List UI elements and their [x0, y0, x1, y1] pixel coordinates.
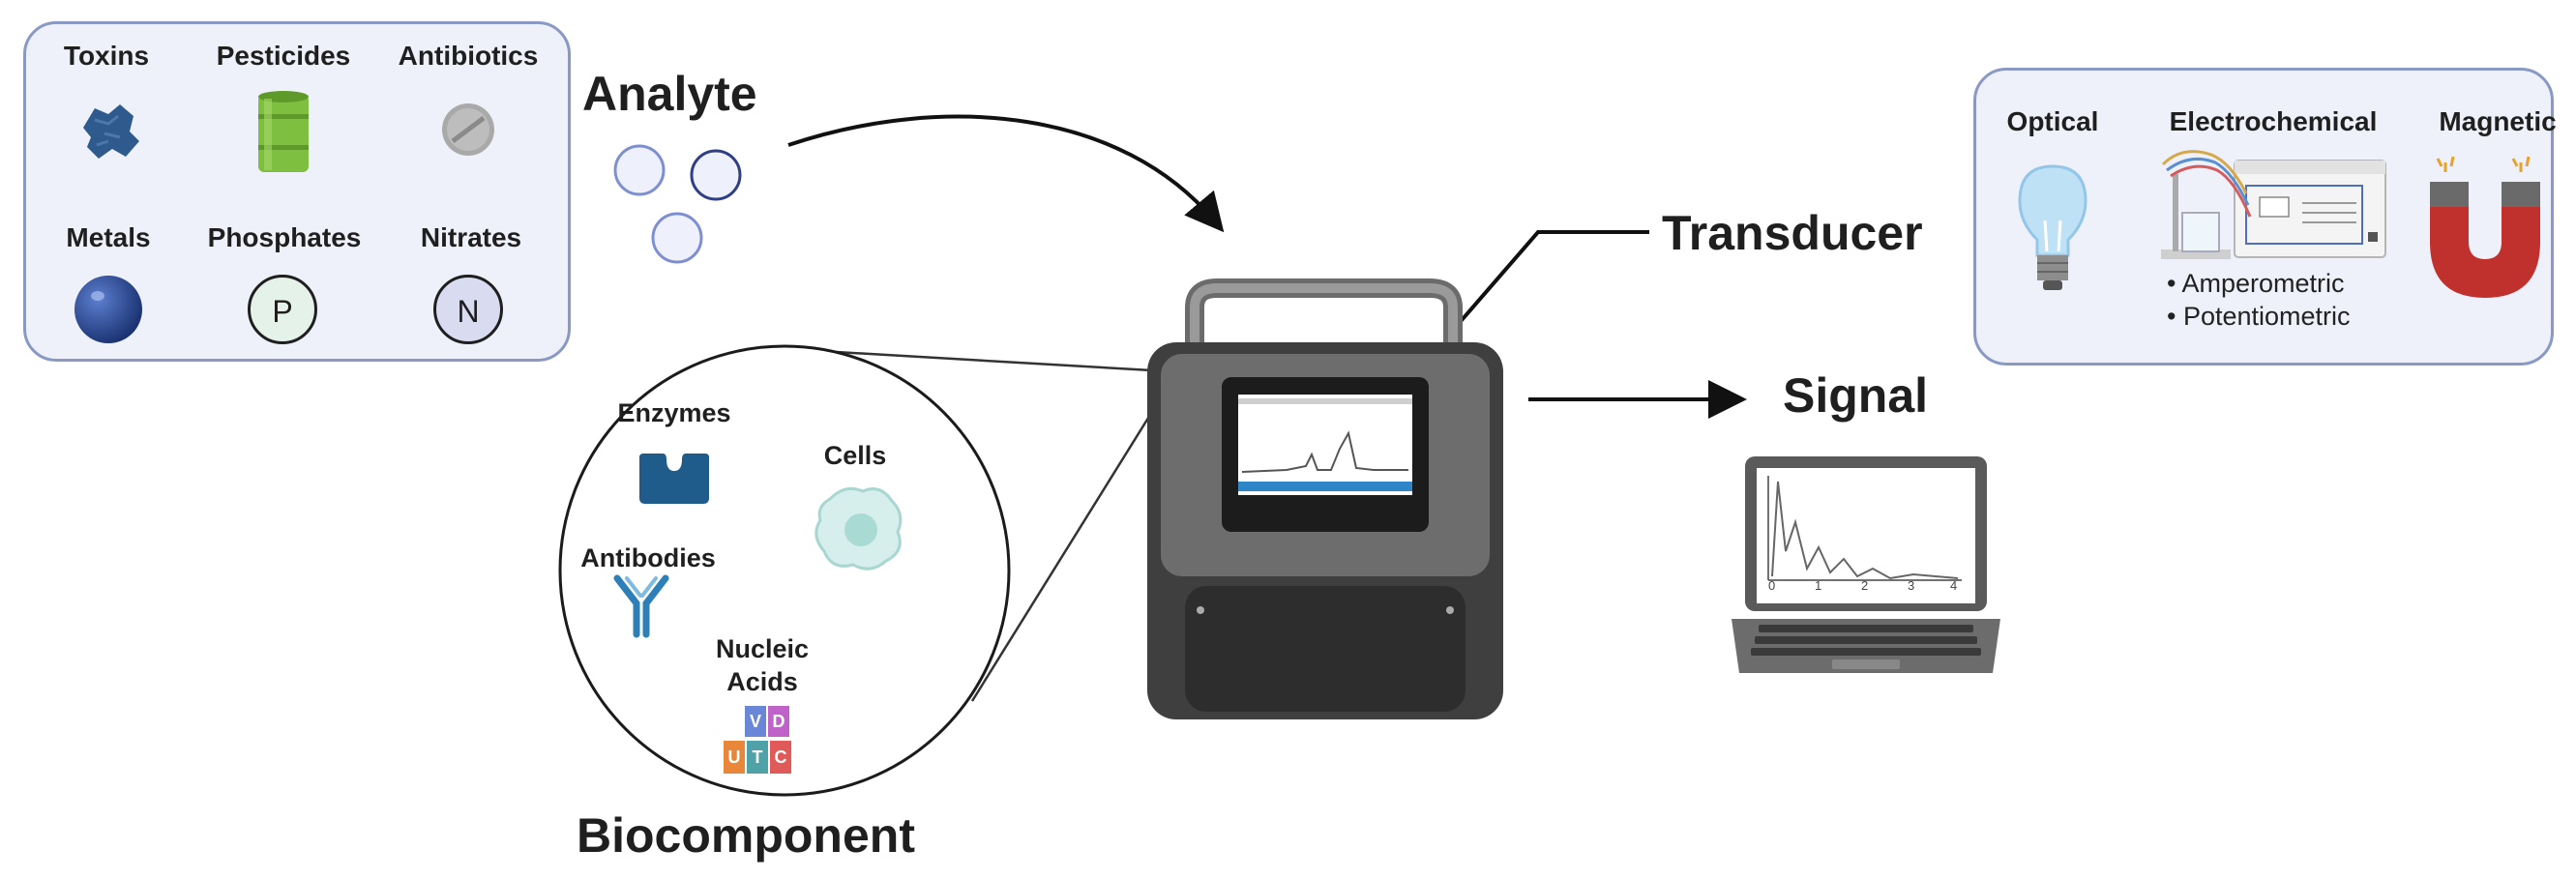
biocomponent-title: Biocomponent	[577, 808, 915, 863]
analyte-label-toxins: Toxins	[63, 41, 150, 71]
base-c: C	[770, 741, 791, 774]
nitrate-symbol: N	[457, 294, 480, 329]
transducer-leader	[1454, 230, 1649, 329]
base-t: T	[747, 741, 768, 774]
potentiometric-text: Potentiometric	[2182, 302, 2351, 331]
metal-sphere-icon	[74, 276, 142, 343]
light-bulb-icon	[2018, 164, 2087, 290]
tick-3: 3	[1908, 578, 1915, 593]
enzyme-icon	[639, 454, 709, 504]
nitrate-icon: N	[433, 275, 503, 344]
analyte-label-pesticides: Pesticides	[216, 41, 351, 71]
laptop-icon	[1732, 456, 2000, 673]
bio-label-nucleic: Nucleic	[715, 634, 810, 663]
amperometric-text: Amperometric	[2181, 269, 2345, 298]
zoom-line-bottom	[970, 378, 1174, 702]
analyte-label-metals: Metals	[66, 222, 151, 252]
pesticide-barrel-icon	[258, 91, 309, 172]
electrochemical-subtype-amperometric: • Amperometric	[2167, 269, 2345, 298]
cell-icon	[814, 486, 903, 571]
analyte-arrow	[787, 114, 1225, 233]
tick-0: 0	[1768, 578, 1776, 593]
zoom-line-top	[802, 348, 1170, 373]
nucleic-acid-icon: V D U T C	[724, 706, 811, 776]
biosensor-device-icon	[1147, 278, 1503, 719]
analyte-label-antibiotics: Antibiotics	[398, 41, 539, 71]
bio-label-acids: Acids	[726, 667, 798, 696]
analyte-bubbles-icon	[613, 144, 742, 264]
electrochemical-subtype-potentiometric: • Potentiometric	[2167, 302, 2351, 331]
base-d: D	[768, 706, 789, 737]
bio-label-cells: Cells	[823, 441, 887, 470]
analyte-label-nitrates: Nitrates	[420, 222, 522, 252]
potentiostat-icon	[2161, 150, 2386, 259]
pill-icon	[442, 103, 494, 156]
transducer-label-optical: Optical	[2006, 106, 2099, 136]
base-v: V	[745, 706, 766, 737]
transducer-label-magnetic: Magnetic	[2439, 106, 2557, 136]
laptop-axis-ticks: 0 1 2 3 4	[1768, 578, 1971, 596]
phosphate-icon: P	[248, 275, 317, 344]
transducer-title: Transducer	[1662, 206, 1923, 260]
transducer-label-electrochemical: Electrochemical	[2169, 106, 2378, 136]
tick-1: 1	[1815, 578, 1822, 593]
magnet-icon	[2430, 156, 2540, 298]
antibody-icon	[613, 574, 669, 638]
signal-title: Signal	[1783, 368, 1929, 423]
tick-2: 2	[1861, 578, 1869, 593]
phosphate-symbol: P	[272, 294, 293, 329]
analyte-label-phosphates: Phosphates	[207, 222, 362, 252]
tick-4: 4	[1950, 578, 1958, 593]
bio-label-antibodies: Antibodies	[580, 543, 716, 572]
biocomponent-circle	[558, 344, 1011, 797]
toxin-icon	[83, 104, 139, 159]
bio-label-enzymes: Enzymes	[617, 398, 731, 427]
base-u: U	[724, 741, 745, 774]
analyte-title: Analyte	[582, 67, 757, 121]
